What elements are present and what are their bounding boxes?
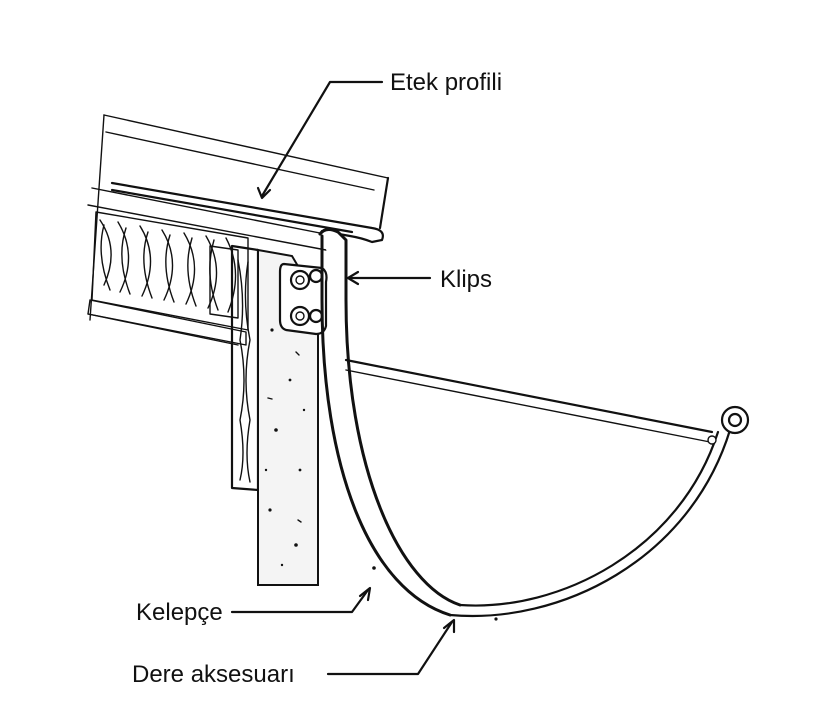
soffit-board xyxy=(87,299,247,346)
leader-etek-profili-arrow xyxy=(256,186,272,200)
leader-kelepce-arrow xyxy=(358,586,372,602)
clip-bracket xyxy=(278,262,328,336)
leader-dere-aksesuari-arrow xyxy=(442,618,456,634)
leader-etek-profili xyxy=(260,80,384,198)
roof-deck xyxy=(87,114,389,321)
insulation-layer xyxy=(91,211,249,331)
label-etek-profili: Etek profili xyxy=(390,69,502,96)
leader-klips-arrow xyxy=(346,270,360,286)
label-klips: Klips xyxy=(440,266,492,293)
label-dere-aksesuari: Dere aksesuarı xyxy=(132,661,295,688)
half-round-gutter xyxy=(344,358,750,621)
gutter-bracket xyxy=(318,227,462,617)
leader-dere-aksesuari xyxy=(326,620,454,676)
leader-kelepce xyxy=(230,588,370,614)
label-kelepce: Kelepçe xyxy=(136,599,223,626)
eave-profile xyxy=(110,176,390,244)
leader-lines xyxy=(230,80,456,676)
